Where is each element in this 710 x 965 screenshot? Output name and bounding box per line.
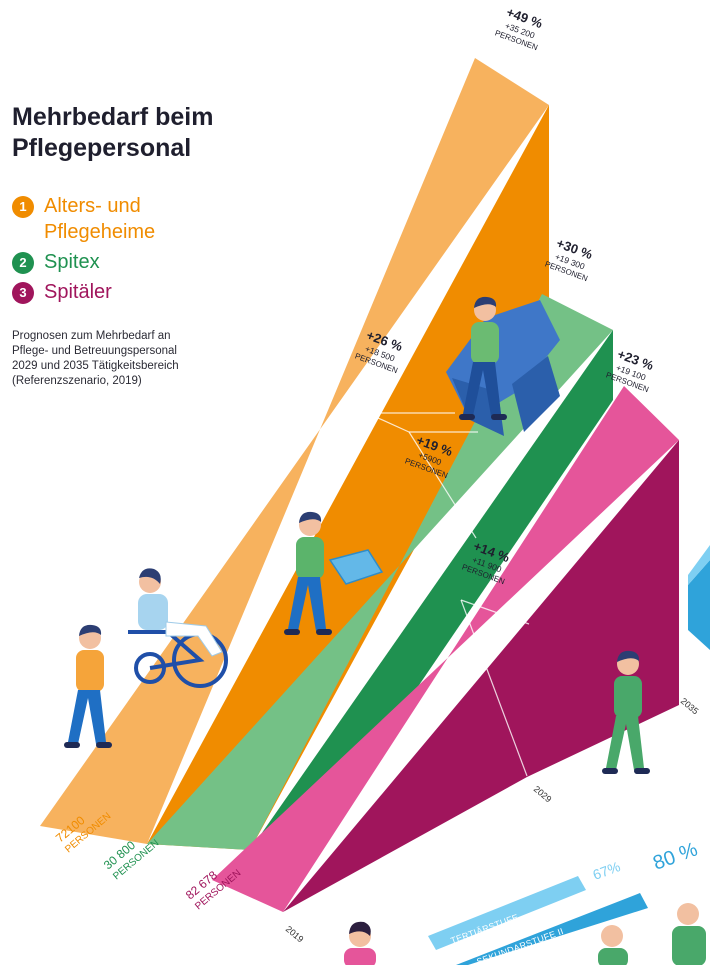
legend-item-alters-und-pflegeheime: 1 Alters- und Pflegeheime [12,193,252,245]
legend-badge-3: 3 [12,282,34,304]
hospital-staff-figure [602,650,650,774]
bottom-staff-1-shirt [598,948,628,965]
seated-man-figure-shirt [471,322,499,364]
legend-item-spitaeler: 3 Spitäler [12,279,252,305]
slab-side-spit-ler [283,440,679,912]
illustrations-layer [64,296,706,965]
slab-top-alters-und-pflegeheime [40,58,549,844]
seated-man-figure-hair [474,296,497,308]
legend-label-2: Spitex [44,251,100,273]
hospital-staff-figure-shoe-right [634,768,650,774]
hospital-staff-figure-shirt [614,676,642,718]
box-icon [328,549,384,585]
hospital-staff-figure-shoe-left [602,768,618,774]
worker-carrying-box-figure-shoe-left [284,629,300,635]
education-bar-terti-rstufe [428,876,586,950]
seated-man-figure-shoe-left [459,414,475,420]
x-tick-2035: 2035 [679,696,701,717]
slabs-layer [40,58,710,912]
armchair-arm-right [512,356,560,432]
wheelchair-frame [128,630,205,670]
bottom-staff-2-head [677,903,699,925]
legend-item-spitex: 2 Spitex [12,249,252,275]
legend-label-1: Alters- und Pflegeheime [44,195,156,243]
seated-person-legs [165,621,223,657]
nurse-pushing-figure-pants [68,690,106,744]
chart-title-line-1: Mehrbedarf beim [12,103,214,131]
seated-person-hair [139,568,161,584]
education-bar-value-sekundarstufe-ii: 80 % [650,838,701,874]
nurse-pushing-figure-shirt [76,650,104,692]
worker-carrying-box-figure [284,511,332,635]
worker-carrying-box-figure-pants [288,577,326,631]
divider-2029-top-spit-ler [460,599,530,625]
education-bar-value-terti-rstufe: 67% [591,858,623,883]
seated-person-figure [138,568,223,657]
seated-man-figure-shoe-right [491,414,507,420]
x-tick-2029: 2029 [532,784,554,805]
legend-badge-1: 1 [12,196,34,218]
hospital-staff-figure-pants [606,716,644,770]
worker-carrying-box-figure-shirt [296,537,324,579]
legend-badge-2: 2 [12,252,34,274]
legend: 1 Alters- und Pflegeheime 2 Spitex 3 Spi… [12,193,252,309]
legend-label-3: Spitäler [44,281,112,303]
nurse-pushing-figure [64,624,112,748]
chart-title: Mehrbedarf beim Pflegepersonal [12,102,272,164]
education-bar-sekundarstufe-ii [456,893,648,965]
hospital-staff-figure-hair [617,650,640,662]
divider-2029-side-spit-ler [460,599,528,777]
chart-description: Prognosen zum Mehrbedarf an Pflege- und … [12,330,179,387]
x-tick-2019: 2019 [284,924,306,945]
nurse-pushing-figure-hair [79,624,102,636]
wheelchair-wheel-small [134,652,166,684]
worker-carrying-box-figure-hair [299,511,322,523]
bottom-left-person-shirt [344,948,376,965]
nurse-pushing-figure-shoe-right [96,742,112,748]
seated-man-figure-pants [463,362,501,416]
worker-carrying-box-figure-shoe-right [316,629,332,635]
bottom-staff-1-head [601,925,623,947]
right-edge-blue-shape [688,560,710,650]
seated-man-figure [459,296,507,420]
chart-title-line-2: Pflegepersonal [12,134,192,162]
slab-side-alters-und-pflegeheime [147,105,549,850]
slab-side-spitex [250,330,613,885]
nurse-pushing-figure-shoe-left [64,742,80,748]
divider-2029-side-spitex [408,431,477,539]
slab-top-spitex [147,294,613,850]
bottom-left-person-hair [349,921,371,936]
bottom-staff-2-shirt [672,926,706,965]
right-edge-lightblue-shape [688,545,710,585]
seated-person-body [138,594,168,630]
slab-top-spit-ler [212,386,679,912]
divider-2029-side-alters-und-pflegeheime [366,412,410,433]
